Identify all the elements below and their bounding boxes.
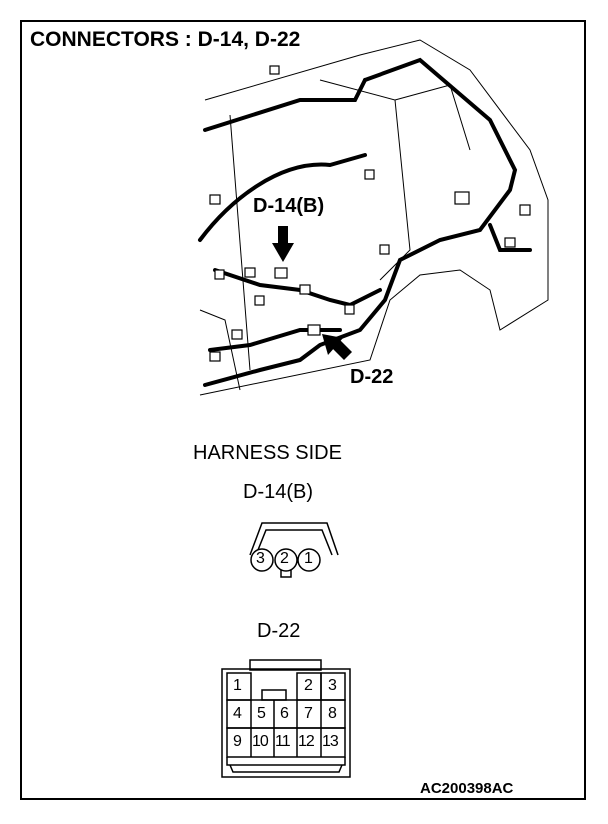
arrow-d14 (272, 226, 294, 262)
d14-pin-2: 2 (280, 550, 289, 567)
d22-pin-1: 1 (233, 677, 242, 694)
figure-frame (20, 20, 586, 800)
d22-pin-4: 4 (233, 705, 242, 722)
connector-d22-label: D-22 (257, 620, 301, 642)
connector-d22-shape (221, 659, 351, 778)
figure-code: AC200398AC (420, 780, 514, 797)
d22-pin-6: 6 (280, 705, 289, 722)
callout-d22: D-22 (350, 366, 394, 388)
d22-pin-13: 13 (322, 733, 339, 750)
d22-pin-12: 12 (298, 733, 315, 750)
d22-pin-2: 2 (304, 677, 313, 694)
d22-pin-9: 9 (233, 733, 242, 750)
callout-d14: D-14(B) (253, 195, 325, 217)
d22-pin-8: 8 (328, 705, 337, 722)
figure-title: CONNECTORS : D-14, D-22 (30, 28, 301, 51)
d22-pin-5: 5 (257, 705, 266, 722)
d14-pin-1: 1 (304, 550, 313, 567)
d22-pin-7: 7 (304, 705, 313, 722)
connector-d14-shape (249, 522, 339, 578)
d22-pin-10: 10 (252, 733, 269, 750)
d14-pin-3: 3 (256, 550, 265, 567)
d22-pin-11: 11 (275, 733, 291, 750)
connector-d14-label: D-14(B) (243, 481, 314, 503)
d22-pin-3: 3 (328, 677, 337, 694)
arrow-d22 (322, 334, 352, 360)
harness-side-label: HARNESS SIDE (193, 442, 342, 464)
